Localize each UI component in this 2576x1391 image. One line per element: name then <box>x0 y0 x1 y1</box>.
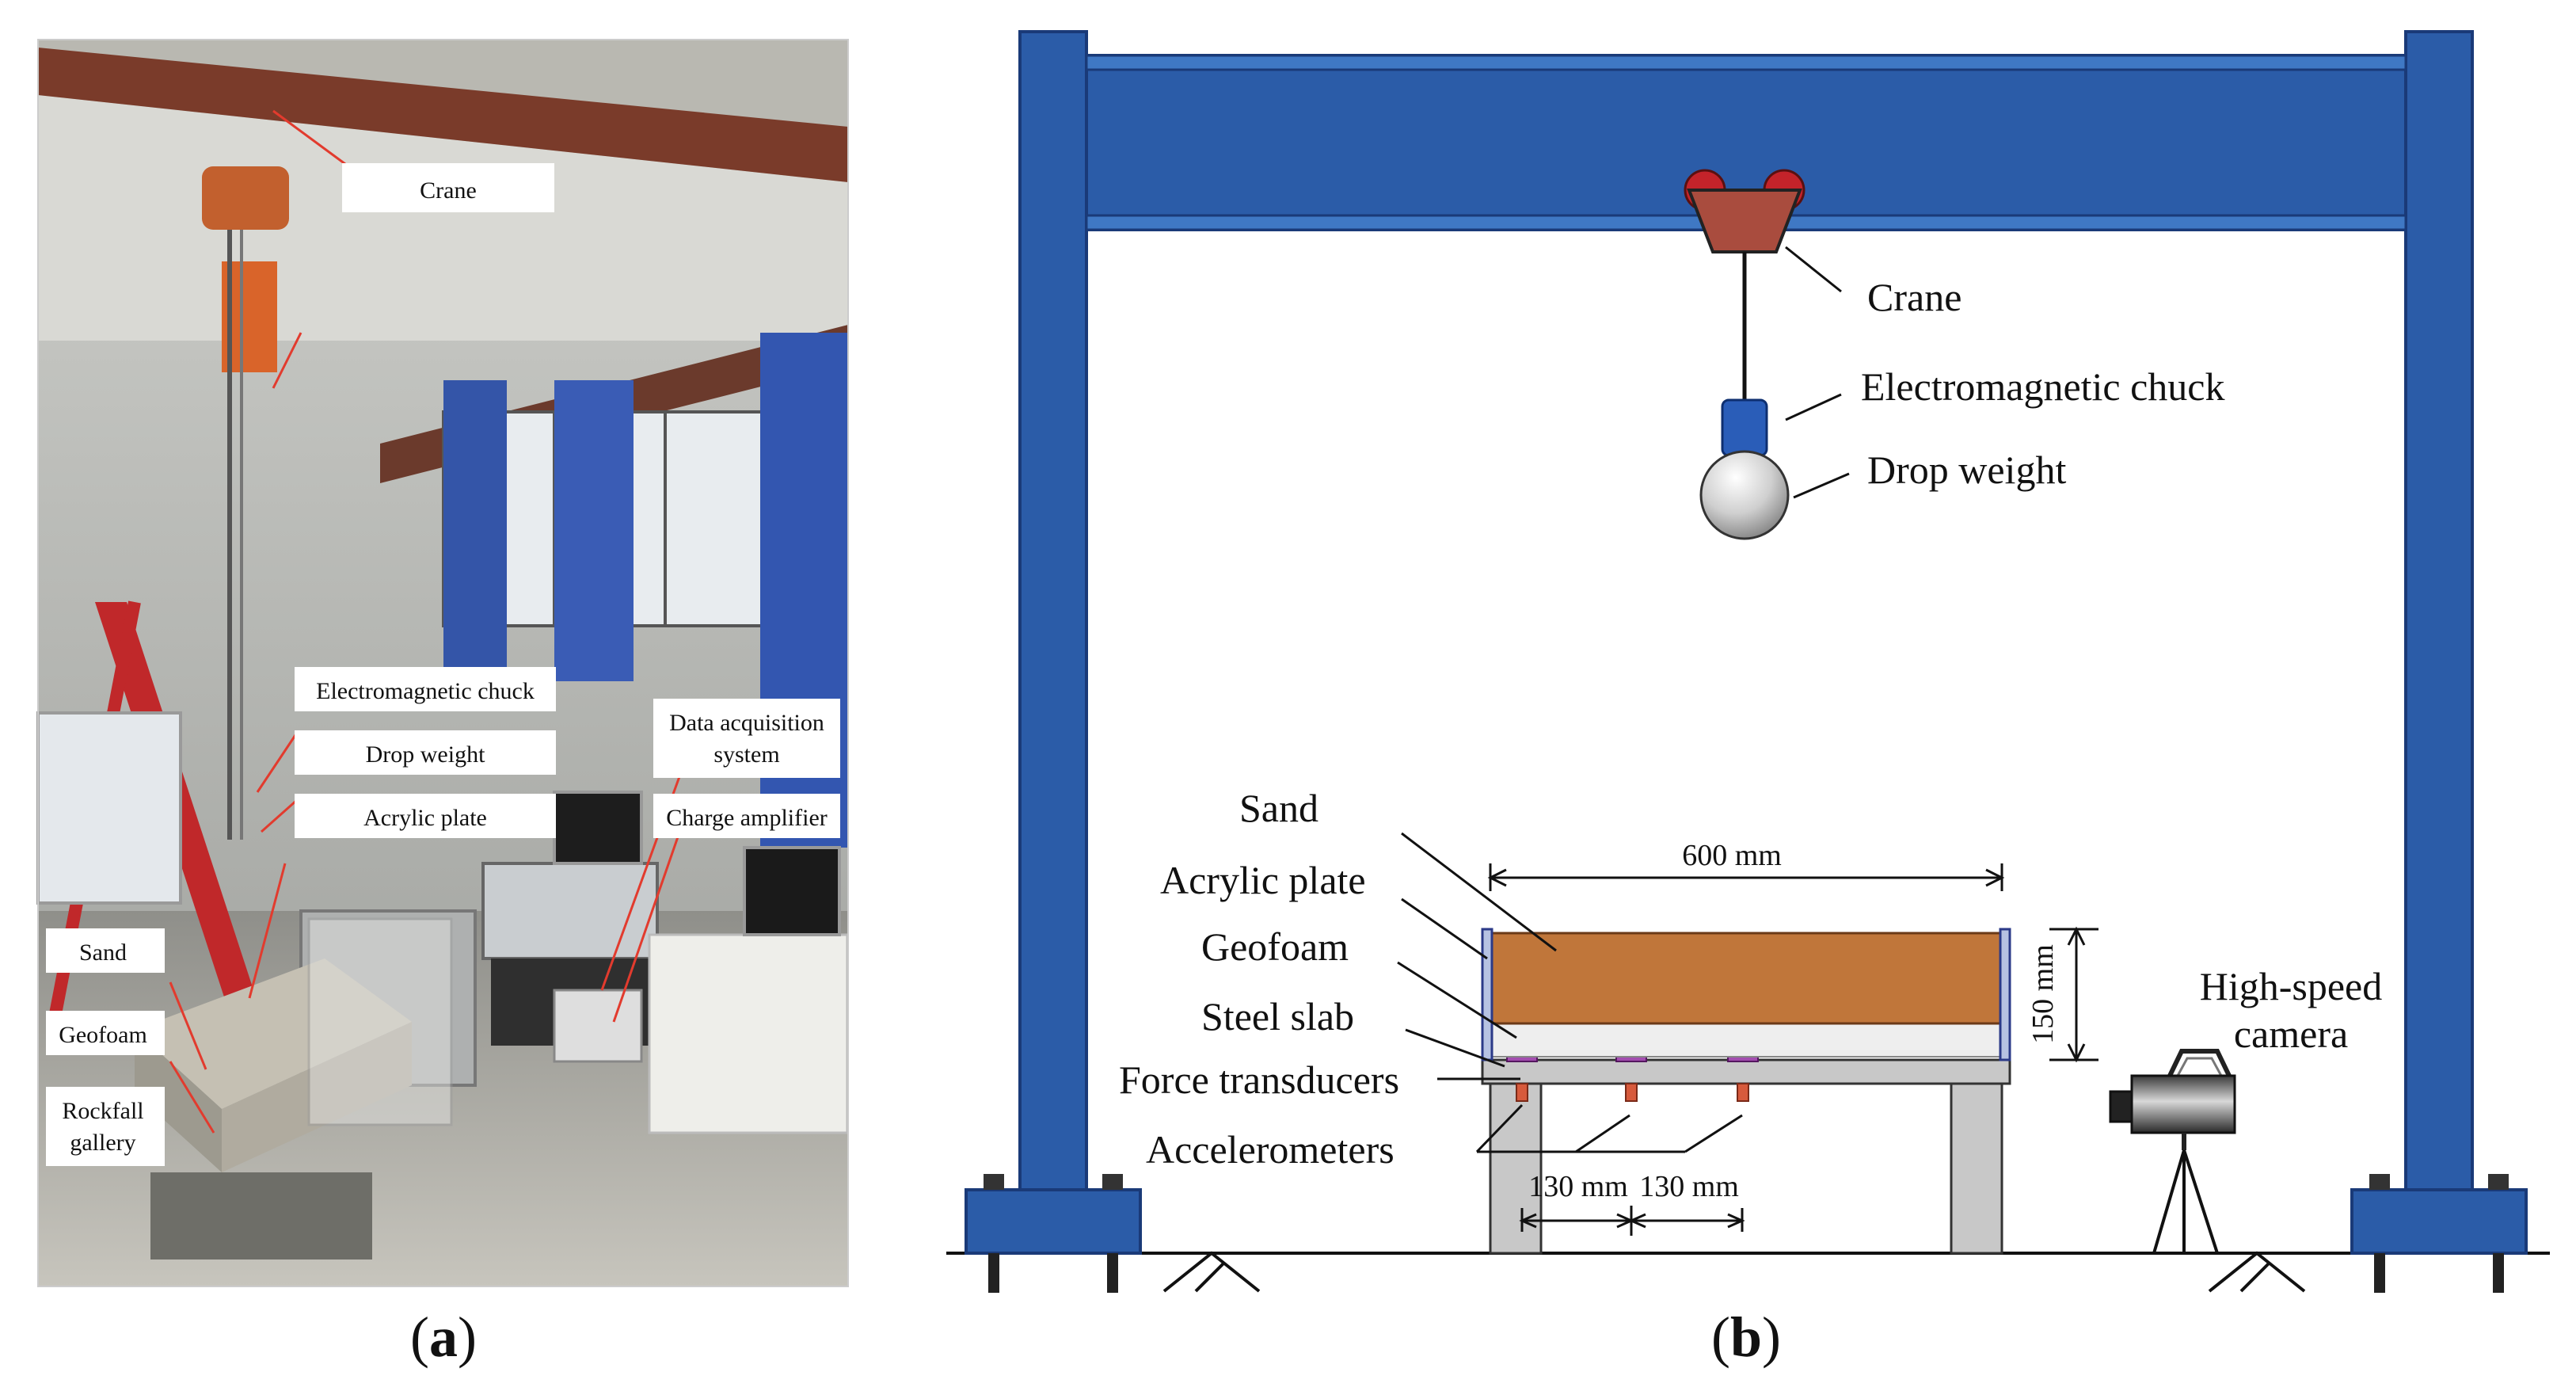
high-speed-camera <box>2109 1049 2236 1254</box>
panel-b-schematic: Crane Electromagnetic chuck Drop weight <box>946 30 2550 1293</box>
label-electromagnetic-chuck: Electromagnetic chuck <box>1861 364 2225 409</box>
photo-label-geofoam: Geofoam <box>59 1022 147 1048</box>
label-steel-slab: Steel slab <box>1201 994 1354 1038</box>
label-crane: Crane <box>1867 275 1961 319</box>
photo-label-crane: Crane <box>420 177 477 204</box>
acrylic-plate-right <box>1999 928 2011 1061</box>
label-sand: Sand <box>1239 786 1318 830</box>
accelerometer <box>1516 1083 1528 1102</box>
crane-trolley <box>1684 169 1805 253</box>
dimension-height <box>2049 926 2098 1063</box>
dimension-spacing <box>1519 1206 1745 1236</box>
accelerometer <box>1625 1083 1638 1102</box>
table-right-leg <box>1950 1082 2003 1255</box>
frame-left-base <box>965 1174 1142 1293</box>
geofoam-layer <box>1490 1023 2003 1058</box>
label-force-transducers: Force transducers <box>1119 1058 1399 1102</box>
frame-right-column <box>2404 30 2474 1198</box>
panel-a-photo: Crane Electromagnetic chuck Drop weight … <box>36 39 849 1287</box>
drop-weight-ball <box>1699 450 1790 540</box>
label-acrylic-plate: Acrylic plate <box>1160 858 1366 902</box>
photo-labels: Crane Electromagnetic chuck Drop weight … <box>46 163 840 1166</box>
ground-hatch <box>1162 1251 2306 1293</box>
sand-layer <box>1489 932 2003 1025</box>
frame-left-column <box>1018 30 1088 1198</box>
electromagnetic-chuck <box>1721 398 1768 457</box>
frame-right-base <box>2350 1174 2528 1293</box>
steel-slab <box>1481 1058 2011 1085</box>
label-accelerometers: Accelerometers <box>1146 1127 1395 1172</box>
photo-label-data-acquisition-line2: system <box>713 741 779 768</box>
photo-label-electromagnetic-chuck: Electromagnetic chuck <box>316 678 535 704</box>
acrylic-plate-left <box>1481 928 1493 1061</box>
label-camera-line1: High-speed <box>2200 964 2383 1008</box>
accelerometer <box>1737 1083 1749 1102</box>
table-left-leg <box>1489 1082 1543 1255</box>
dimension-width-label: 600 mm <box>1682 839 1782 872</box>
caption-b: (b) <box>1711 1305 1781 1369</box>
dimension-spacing-left-label: 130 mm <box>1528 1170 1628 1203</box>
photo-label-rockfall-line2: gallery <box>70 1130 135 1156</box>
photo-label-rockfall-line1: Rockfall <box>62 1098 143 1124</box>
dimension-width <box>1487 863 2005 891</box>
photo-label-acrylic-plate: Acrylic plate <box>363 805 487 831</box>
label-camera-line2: camera <box>2234 1012 2348 1056</box>
photo-label-drop-weight: Drop weight <box>366 741 485 768</box>
label-drop-weight: Drop weight <box>1867 448 2066 492</box>
dimension-spacing-right-label: 130 mm <box>1639 1170 1739 1203</box>
label-geofoam: Geofoam <box>1201 924 1349 969</box>
photo-label-sand: Sand <box>79 939 127 966</box>
caption-a: (a) <box>410 1305 477 1369</box>
photo-label-data-acquisition-line1: Data acquisition <box>669 710 824 736</box>
photo-label-charge-amplifier: Charge amplifier <box>666 805 828 831</box>
dimension-height-label: 150 mm <box>2026 944 2060 1044</box>
